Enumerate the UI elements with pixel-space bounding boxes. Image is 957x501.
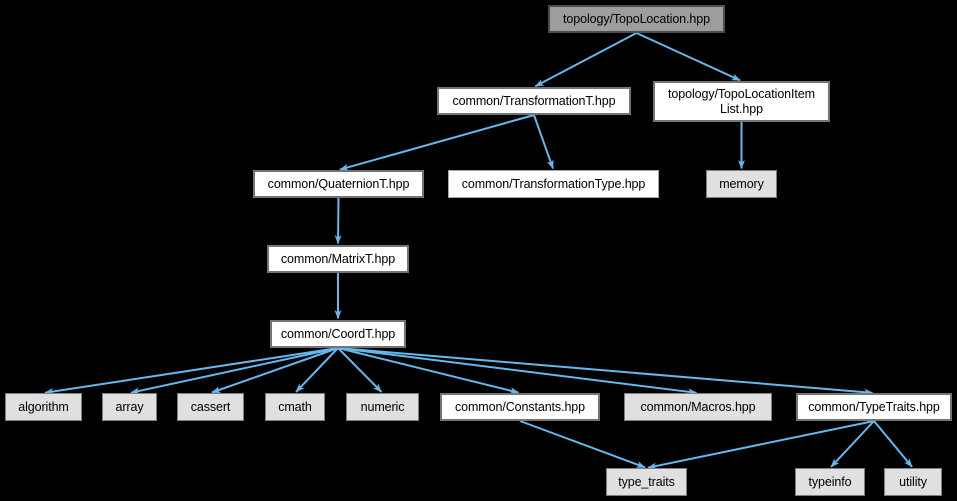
- node-constants[interactable]: common/Constants.hpp: [440, 393, 600, 421]
- node-quaterniont[interactable]: common/QuaternionT.hpp: [253, 170, 424, 198]
- edge-transformationt-to-quaterniont: [339, 114, 535, 171]
- node-utility[interactable]: utility: [884, 468, 942, 496]
- node-cmath[interactable]: cmath: [265, 393, 325, 421]
- edge-typetraits-to-type_traits: [647, 420, 875, 470]
- node-numeric[interactable]: numeric: [346, 393, 419, 421]
- edge-transformationt-to-transformationtype: [533, 114, 554, 170]
- node-algorithm[interactable]: algorithm: [5, 393, 82, 421]
- node-transformationt[interactable]: common/TransformationT.hpp: [437, 87, 631, 115]
- node-matrixt[interactable]: common/MatrixT.hpp: [267, 245, 409, 273]
- edge-coordt-to-algorithm: [44, 347, 339, 395]
- node-type_traits[interactable]: type_traits: [606, 468, 687, 496]
- edge-topolocation-to-topolocationitemlist: [636, 32, 741, 82]
- node-typeinfo[interactable]: typeinfo: [795, 468, 865, 496]
- edge-coordt-to-cmath: [295, 347, 339, 393]
- edge-coordt-to-array: [130, 347, 339, 395]
- edge-typetraits-to-utility: [873, 420, 913, 468]
- edge-coordt-to-macros: [337, 347, 698, 396]
- edge-coordt-to-numeric: [337, 347, 383, 393]
- edge-coordt-to-constants: [337, 347, 520, 395]
- node-cassert[interactable]: cassert: [177, 393, 244, 421]
- edge-coordt-to-cassert: [211, 347, 339, 394]
- node-typetraits[interactable]: common/TypeTraits.hpp: [796, 393, 952, 421]
- node-topolocation[interactable]: topology/TopoLocation.hpp: [548, 5, 725, 33]
- edge-topolocation-to-transformationt: [534, 32, 637, 88]
- node-coordt[interactable]: common/CoordT.hpp: [270, 320, 406, 348]
- edge-coordt-to-typetraits: [337, 347, 874, 396]
- edge-typetraits-to-typeinfo: [830, 420, 875, 468]
- node-topolocationitemlist[interactable]: topology/TopoLocationItem List.hpp: [653, 81, 830, 122]
- node-array[interactable]: array: [102, 393, 157, 421]
- edge-constants-to-type_traits: [519, 420, 646, 469]
- node-macros[interactable]: common/Macros.hpp: [624, 393, 772, 421]
- node-transformationtype[interactable]: common/TransformationType.hpp: [448, 170, 659, 198]
- node-memory[interactable]: memory: [706, 170, 777, 198]
